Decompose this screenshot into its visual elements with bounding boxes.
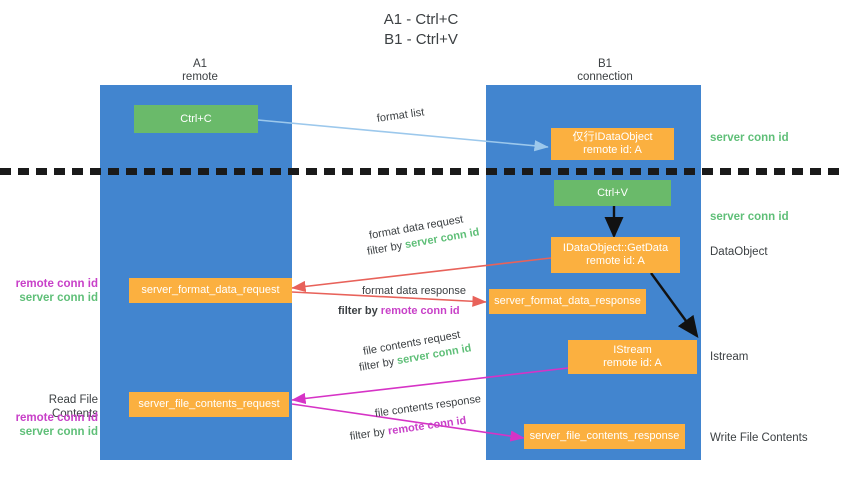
- box-getdata-title: IDataObject::GetData: [562, 242, 669, 254]
- right-label-dataobject: DataObject: [710, 246, 768, 258]
- box-server-format-data-request-label: server_format_data_request: [141, 284, 280, 296]
- box-ctrl-v-label: Ctrl+V: [597, 186, 628, 199]
- page-title: A1 - Ctrl+C B1 - Ctrl+V: [0, 10, 842, 50]
- box-ctrl-c-label: Ctrl+C: [180, 112, 212, 125]
- box-server-format-data-response-label: server_format_data_response: [494, 295, 641, 307]
- column-header-a1-sub: remote: [182, 71, 218, 83]
- right-label-istream: Istream: [710, 351, 749, 363]
- box-server-file-contents-request-label: server_file_contents_request: [138, 398, 280, 410]
- label-format-list: format list: [376, 106, 426, 125]
- column-header-b1: B1 connection: [540, 58, 670, 84]
- column-header-a1: A1 remote: [140, 58, 260, 84]
- label-format-data-response: format data response: [362, 285, 466, 297]
- box-istream-remote-id: remote id: A: [603, 357, 662, 369]
- box-idataobject-getdata[interactable]: IDataObject::GetData remote id: A: [551, 237, 680, 273]
- box-ctrl-c[interactable]: Ctrl+C: [134, 105, 258, 133]
- left-label-read-file-contents: Read File Contents: [48, 394, 98, 420]
- label-fdresp-filter-prefix: filter by: [338, 305, 381, 317]
- right-label-write-file-contents: Write File Contents: [710, 432, 808, 444]
- box-istream-title: IStream: [613, 344, 652, 356]
- box-ctrl-v[interactable]: Ctrl+V: [554, 180, 671, 206]
- box-idataobject[interactable]: 仅行IDataObject remote id: A: [551, 128, 674, 160]
- box-idataobject-remote-id: remote id: A: [583, 144, 642, 156]
- box-istream[interactable]: IStream remote id: A: [568, 340, 697, 374]
- left-label-remote-conn-id-1: remote conn id: [15, 278, 98, 290]
- box-idataobject-title: 仅行IDataObject: [572, 131, 653, 143]
- box-getdata-remote-id: remote id: A: [586, 255, 645, 267]
- box-server-format-data-request[interactable]: server_format_data_request: [129, 278, 292, 303]
- left-label-server-conn-id-1: server conn id: [19, 292, 98, 304]
- column-header-b1-name: B1: [597, 58, 613, 70]
- right-label-server-conn-id-2: server conn id: [710, 211, 789, 223]
- left-label-group-file: remote conn id server conn id: [6, 411, 98, 439]
- box-server-file-contents-response-label: server_file_contents_response: [529, 430, 680, 442]
- left-label-group-format: remote conn id server conn id: [6, 277, 98, 305]
- column-header-a1-name: A1: [192, 58, 208, 70]
- title-line-1: A1 - Ctrl+C: [383, 11, 459, 28]
- left-label-remote-conn-id-2: remote conn id: [15, 412, 98, 424]
- label-fdresp-filter-value: remote conn id: [380, 305, 460, 317]
- label-format-data-response-filter: filter by remote conn id: [338, 304, 460, 319]
- right-label-server-conn-id-1: server conn id: [710, 132, 789, 144]
- dashed-divider: [0, 168, 842, 175]
- title-line-2: B1 - Ctrl+V: [384, 31, 458, 48]
- box-server-file-contents-response[interactable]: server_file_contents_response: [524, 424, 685, 449]
- label-file-contents-response-filter: filter by remote conn id: [349, 414, 467, 445]
- box-server-file-contents-request[interactable]: server_file_contents_request: [129, 392, 289, 417]
- label-fcresp-filter-prefix: filter by: [349, 425, 389, 443]
- left-label-server-conn-id-2: server conn id: [19, 426, 98, 438]
- box-server-format-data-response[interactable]: server_format_data_response: [489, 289, 646, 314]
- column-header-b1-sub: connection: [577, 71, 633, 83]
